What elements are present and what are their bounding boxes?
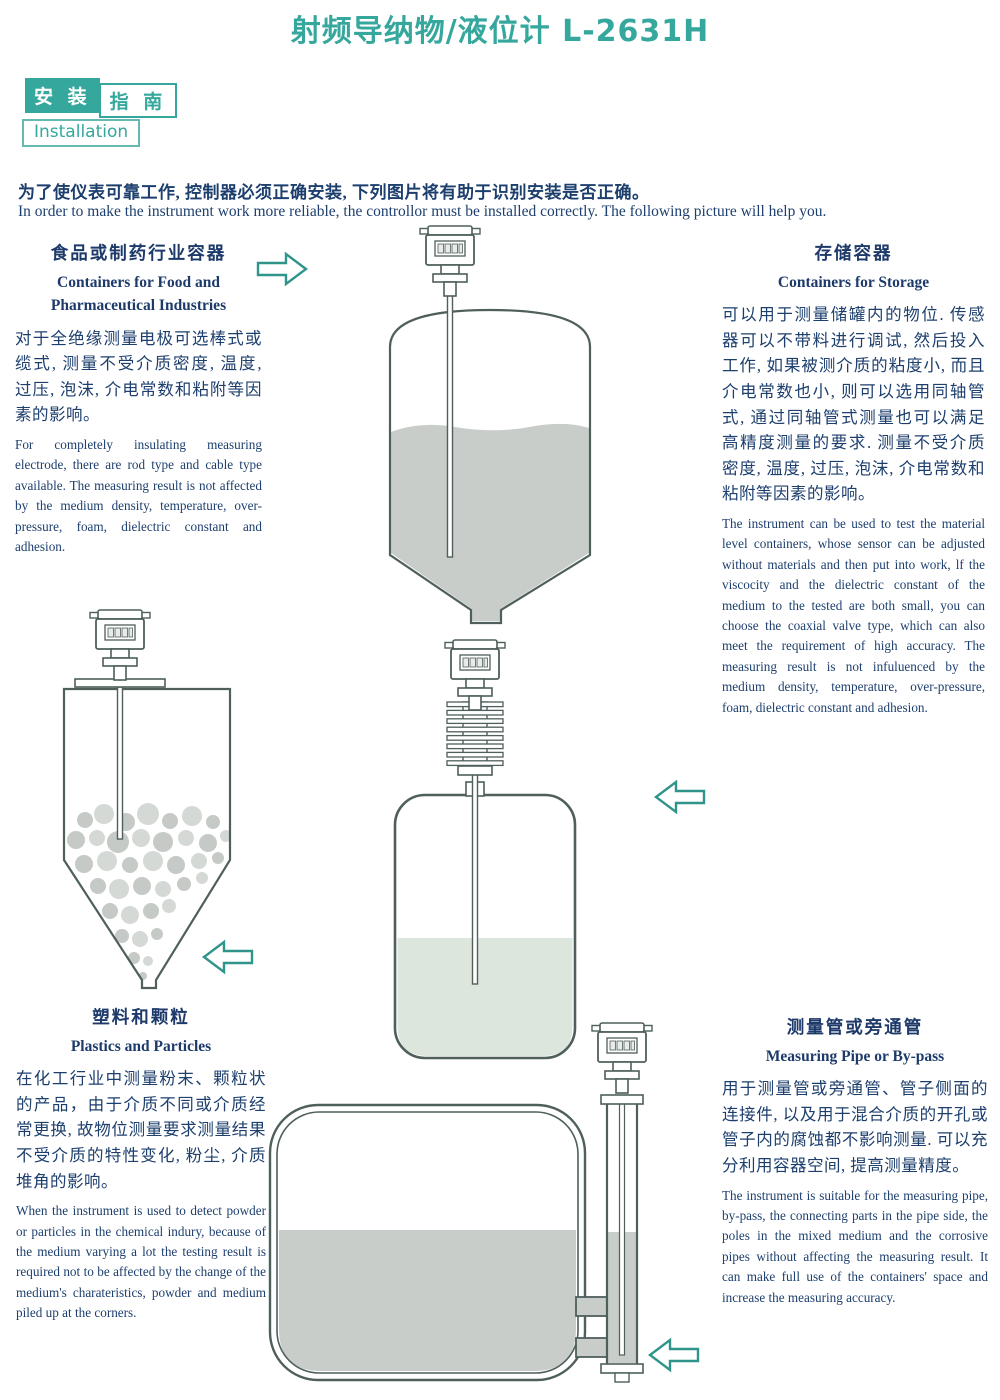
- badge-installation: Installation: [22, 119, 141, 147]
- section-title-cn: 塑料和颗粒: [92, 1007, 190, 1027]
- section-title-en: Containers for Storage: [777, 274, 930, 291]
- section-body-en: The instrument is suitable for the measu…: [722, 1187, 988, 1305]
- section-food-pharma: 食品或制药行业容器 Containers for Food and Pharma…: [15, 240, 262, 557]
- section-body-cn: 在化工行业中测量粉末、颗粒状的产品，由于介质不同或介质经常更换, 故物位测量要求…: [16, 1069, 266, 1191]
- section-body-cn: 可以用于测量储罐内的物位. 传感器可以不带料进行调试, 然后投入工作, 如果被测…: [722, 305, 985, 504]
- section-title-cn: 存储容器: [814, 243, 893, 263]
- section-title-en: Plastics and Particles: [70, 1038, 212, 1055]
- vessel-illustration: [393, 639, 577, 1060]
- arrow-left-icon: [648, 1337, 700, 1373]
- intro-text-en: In order to make the instrument work mor…: [18, 203, 827, 220]
- particles: [67, 803, 230, 980]
- arrow-left-icon: [654, 779, 706, 815]
- page-title: 射频导纳物/液位计 L-2631H: [290, 14, 710, 49]
- section-body-en: The instrument can be used to test the m…: [722, 515, 985, 715]
- food-tank-illustration: [388, 225, 592, 625]
- cooling-fins-icon: [446, 701, 504, 776]
- section-bypass: 测量管或旁通管 Measuring Pipe or By-pass 用于测量管或…: [722, 1014, 988, 1308]
- section-body-cn: 用于测量管或旁通管、管子侧面的连接件, 以及用于混合介质的开孔或管子内的腐蚀都不…: [722, 1079, 988, 1175]
- arrow-left-icon: [202, 939, 254, 975]
- intro-text-cn: 为了使仪表可靠工作, 控制器必须正确安装, 下列图片将有助于识别安装是否正确。: [18, 183, 650, 202]
- section-body-cn: 对于全绝缘测量电极可选棒式或缆式, 测量不受介质密度, 温度, 过压, 泡沫, …: [15, 328, 262, 425]
- install-guide-badge: 安 装 指 南: [25, 78, 178, 118]
- badge-cn-left: 安 装: [25, 78, 100, 113]
- section-title-en: Measuring Pipe or By-pass: [765, 1048, 945, 1065]
- section-title-cn: 测量管或旁通管: [786, 1017, 924, 1037]
- hopper-illustration: [62, 609, 232, 990]
- section-title-cn: 食品或制药行业容器: [50, 243, 227, 263]
- section-body-en: For completely insulating measuring elec…: [15, 436, 262, 555]
- section-storage: 存储容器 Containers for Storage 可以用于测量储罐内的物位…: [722, 240, 985, 718]
- section-body-en: When the instrument is used to detect po…: [16, 1203, 266, 1321]
- section-plastics: 塑料和颗粒 Plastics and Particles 在化工行业中测量粉末、…: [16, 1004, 266, 1324]
- bypass-tank-illustration: [268, 1022, 653, 1383]
- badge-cn-right: 指 南: [98, 83, 178, 118]
- section-title-en: Containers for Food and Pharmaceutical I…: [50, 274, 227, 315]
- arrow-right-icon: [256, 251, 308, 287]
